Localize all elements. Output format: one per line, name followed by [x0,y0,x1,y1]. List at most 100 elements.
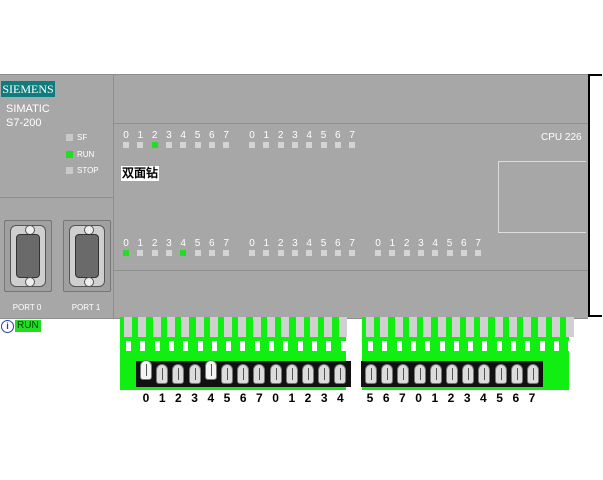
terminal-number: 3 [191,391,198,405]
terminal-screw-button[interactable] [429,364,442,384]
terminal-screw-button[interactable] [172,364,185,384]
strip-tooth [152,317,161,337]
db9-socket [16,234,40,278]
strip-tooth [338,317,347,337]
terminal-screw-button[interactable] [237,364,250,384]
io-led [277,250,284,256]
terminal-number: 1 [288,391,296,405]
expansion-cover [498,161,586,233]
terminal-number: 5 [366,391,374,405]
terminal-screw-button[interactable] [381,364,394,384]
io-led [180,250,187,256]
terminal-screw-button[interactable] [462,364,475,384]
io-led [389,250,396,256]
panel-divider [113,123,588,124]
terminal-screw-button[interactable] [156,364,169,384]
info-icon[interactable]: i [1,320,14,333]
terminal-screw-button[interactable] [334,364,347,384]
led-indicator [66,134,73,141]
terminal-screw-button[interactable] [478,364,491,384]
io-led [123,250,129,256]
io-digit-label: 3 [166,238,172,249]
io-digit-label: 6 [209,238,215,249]
siemens-logo: SIEMENS [1,81,55,97]
strip-tooth [523,317,532,337]
io-digit-label: 3 [418,238,424,249]
terminal-screw-button[interactable] [527,364,539,384]
io-digit-label: 5 [194,130,201,141]
strip-tooth [423,317,432,337]
strip-tooth [566,317,575,337]
terminal-screw-button[interactable] [204,360,217,380]
strip-slot [396,341,402,351]
io-led [223,250,230,256]
io-digit-label: 5 [446,238,453,249]
strip-slot [254,341,260,351]
io-led [291,142,298,148]
terminal-screw-button[interactable] [253,364,266,384]
strip-slot [269,341,274,351]
strip-slot [140,341,146,351]
io-led [165,142,172,148]
terminal-screw-button[interactable] [302,364,314,384]
screw-icon [25,277,35,287]
strip-slot [326,341,332,351]
terminal-number: 6 [382,391,390,405]
io-digit-label: 6 [461,238,467,249]
port-0-connector[interactable] [4,220,52,292]
terminal-number: 6 [512,391,520,405]
terminal-screw-button[interactable] [221,364,233,384]
strip-tooth [281,317,290,337]
strip-slot [311,341,317,351]
terminal-screw-button[interactable] [140,360,152,380]
io-digit-label: 3 [166,130,172,141]
terminal-screw-button[interactable] [494,364,507,384]
terminal-screw-button[interactable] [318,364,331,384]
io-led [334,142,341,148]
io-digit-label: 1 [263,238,270,249]
io-digit-label: 0 [123,238,129,249]
io-digit-label: 3 [292,238,298,249]
terminal-number: 5 [496,391,503,405]
io-led [475,250,482,256]
io-digit-label: 7 [223,238,229,249]
strip-tooth [380,317,389,337]
io-digit-label: 1 [389,238,396,249]
screw-icon [84,277,94,287]
led-indicator [66,167,73,174]
terminal-screw-button[interactable] [365,364,377,384]
strip-slot [496,341,502,351]
io-digit-label: 7 [349,238,355,249]
strip-tooth [437,317,446,337]
io-led [137,142,144,148]
terminal-screw-button[interactable] [413,364,426,384]
port-1-connector[interactable] [63,220,111,292]
io-led [263,250,270,256]
terminal-number: 7 [528,391,536,405]
strip-tooth [309,317,318,337]
strip-tooth [209,317,218,337]
terminal-number: 7 [399,391,406,405]
port-0-label: PORT 0 [12,303,42,312]
strip-slot [240,341,246,351]
strip-tooth [366,317,374,337]
strip-slot [468,341,474,351]
io-digit-label: 2 [403,238,410,249]
terminal-screw-button[interactable] [188,364,201,384]
io-led [263,142,270,148]
module-edge [588,74,602,317]
terminal-screw-button[interactable] [446,364,458,384]
strip-slot [154,341,160,351]
strip-slot [211,341,217,351]
strip-tooth [124,317,132,337]
io-led [446,250,453,256]
terminal-screw-button[interactable] [285,364,298,384]
io-led [320,250,327,256]
terminal-screw-button[interactable] [397,364,410,384]
io-digit-label: 0 [375,238,381,249]
terminal-number: 3 [463,391,471,405]
terminal-screw-button[interactable] [269,364,282,384]
strip-tooth [252,317,261,337]
run-status-badge[interactable]: RUN [15,320,41,332]
terminal-screw-button[interactable] [510,364,523,384]
